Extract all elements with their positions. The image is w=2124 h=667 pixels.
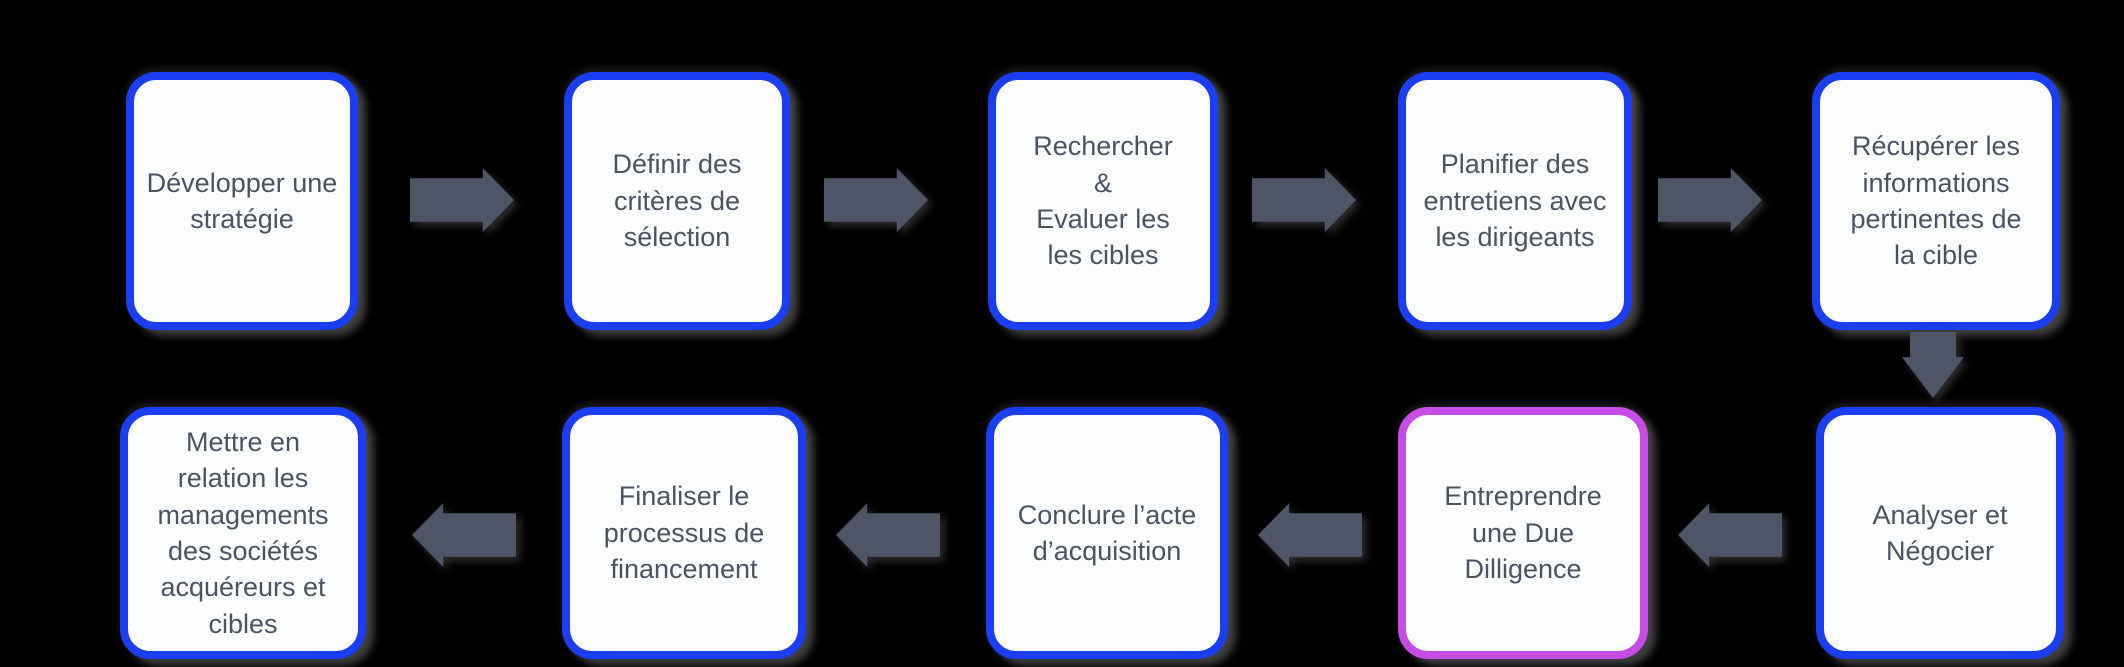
- step-box-planifier-entretiens: Planifier des entretiens avec les dirige…: [1398, 72, 1632, 330]
- step-box-due-dilligence: Entreprendre une Due Dilligence: [1398, 407, 1648, 659]
- flow-arrow-left-2: [1258, 503, 1362, 567]
- step-box-recuperer-informations: Récupérer les informations pertinentes d…: [1812, 72, 2060, 330]
- step-box-finaliser-financement: Finaliser le processus de financement: [562, 407, 806, 659]
- step-label-developper-strategie: Développer une stratégie: [146, 167, 338, 234]
- step-box-definir-criteres: Définir des critères de sélection: [564, 72, 790, 330]
- step-label-conclure-acte: Conclure l’acte d’acquisition: [1017, 499, 1197, 566]
- right-arrow-icon: [1658, 168, 1762, 232]
- left-arrow-icon: [1258, 503, 1362, 567]
- right-arrow-icon: [410, 168, 514, 232]
- step-box-analyser-negocier: Analyser et Négocier: [1816, 407, 2064, 659]
- left-arrow-icon: [836, 503, 940, 567]
- left-arrow-icon: [412, 503, 516, 567]
- flow-arrow-right-2: [824, 168, 928, 232]
- step-label-mettre-en-relation: Mettre en relation les managements des s…: [157, 426, 329, 639]
- flow-arrow-right-1: [410, 168, 514, 232]
- right-arrow-icon: [1252, 168, 1356, 232]
- down-arrow-icon: [1902, 332, 1964, 398]
- step-box-developper-strategie: Développer une stratégie: [126, 72, 358, 330]
- flow-arrow-left-3: [836, 503, 940, 567]
- step-box-conclure-acte: Conclure l’acte d’acquisition: [986, 407, 1228, 659]
- step-label-finaliser-financement: Finaliser le processus de financement: [603, 481, 765, 585]
- right-arrow-icon: [824, 168, 928, 232]
- flow-arrow-right-4: [1658, 168, 1762, 232]
- left-arrow-icon: [1678, 503, 1782, 567]
- flow-arrow-left-1: [1678, 503, 1782, 567]
- flow-arrow-down: [1902, 332, 1964, 398]
- step-label-due-dilligence: Entreprendre une Due Dilligence: [1444, 481, 1602, 585]
- step-label-recuperer-informations: Récupérer les informations pertinentes d…: [1850, 131, 2022, 271]
- flow-arrow-right-3: [1252, 168, 1356, 232]
- step-label-planifier-entretiens: Planifier des entretiens avec les dirige…: [1423, 149, 1607, 253]
- step-box-rechercher-evaluer: Rechercher & Evaluer les les cibles: [988, 72, 1218, 330]
- step-label-analyser-negocier: Analyser et Négocier: [1872, 499, 2008, 566]
- step-label-rechercher-evaluer: Rechercher & Evaluer les les cibles: [1033, 131, 1173, 271]
- step-label-definir-criteres: Définir des critères de sélection: [612, 149, 742, 253]
- flow-arrow-left-4: [412, 503, 516, 567]
- step-box-mettre-en-relation: Mettre en relation les managements des s…: [120, 407, 366, 659]
